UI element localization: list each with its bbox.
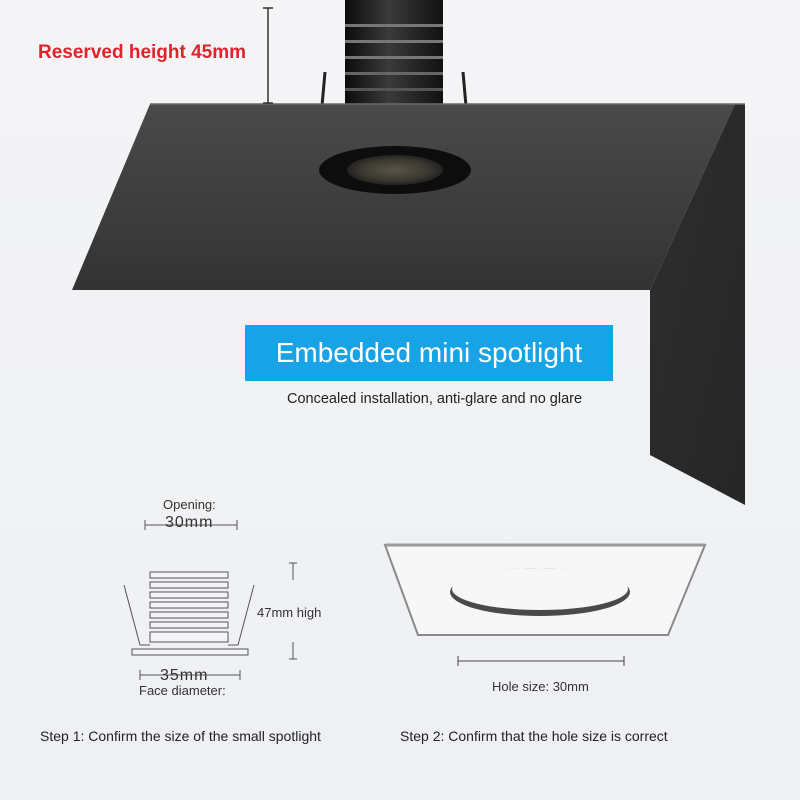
face-dimension-line bbox=[139, 670, 241, 680]
hole-dimension-line bbox=[457, 656, 625, 666]
ceiling-panel-side bbox=[650, 104, 745, 505]
height-label: 47mm high bbox=[257, 605, 322, 620]
product-title: Embedded mini spotlight bbox=[275, 337, 583, 368]
spotlight-face bbox=[319, 146, 471, 194]
step-1-caption: Step 1: Confirm the size of the small sp… bbox=[40, 728, 321, 744]
opening-dimension-line bbox=[144, 520, 238, 530]
opening-label: Opening: bbox=[163, 497, 216, 512]
spotlight-body bbox=[345, 0, 443, 106]
spotlight-diagram bbox=[123, 520, 297, 680]
ceiling-panel bbox=[72, 104, 735, 290]
face-diameter-label: Face diameter: bbox=[139, 683, 226, 698]
reserved-height-label: Reserved height 45mm bbox=[38, 42, 247, 63]
reserved-height-dimension bbox=[263, 7, 273, 104]
product-subtitle: Concealed installation, anti-glare and n… bbox=[287, 391, 583, 407]
face-diameter-value: 35mm bbox=[160, 667, 209, 684]
hole-size-label: Hole size: 30mm bbox=[492, 679, 589, 694]
product-title-banner: Embedded mini spotlight bbox=[245, 325, 613, 381]
hole-diagram bbox=[383, 543, 707, 666]
height-dimension-line bbox=[289, 562, 297, 660]
spring-clips bbox=[320, 71, 468, 107]
step-2-caption: Step 2: Confirm that the hole size is co… bbox=[400, 728, 668, 744]
opening-value: 30mm bbox=[165, 514, 214, 531]
